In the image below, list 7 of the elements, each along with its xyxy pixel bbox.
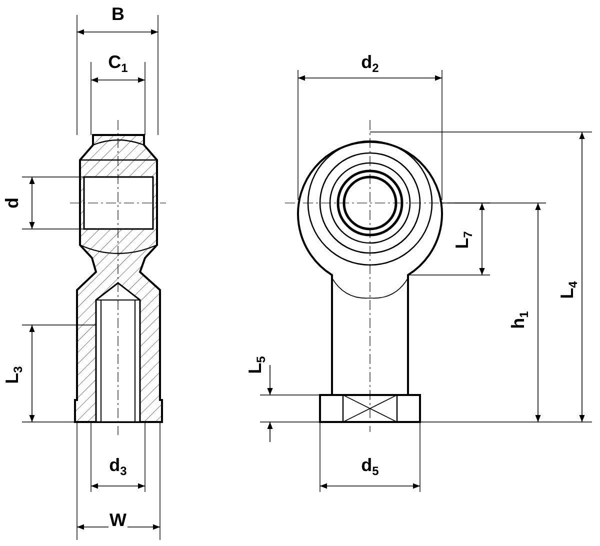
dimension-label: d$_{3}$ [108, 456, 128, 474]
dimension-label: d$_{2}$ [360, 53, 380, 71]
dimension-label: d [3, 196, 21, 210]
dimension-label: d$_{5}$ [360, 456, 380, 474]
dimension-label: W [108, 511, 128, 529]
dimension-label: B [110, 5, 126, 23]
dimension-label: C$_{1}$ [107, 53, 129, 71]
